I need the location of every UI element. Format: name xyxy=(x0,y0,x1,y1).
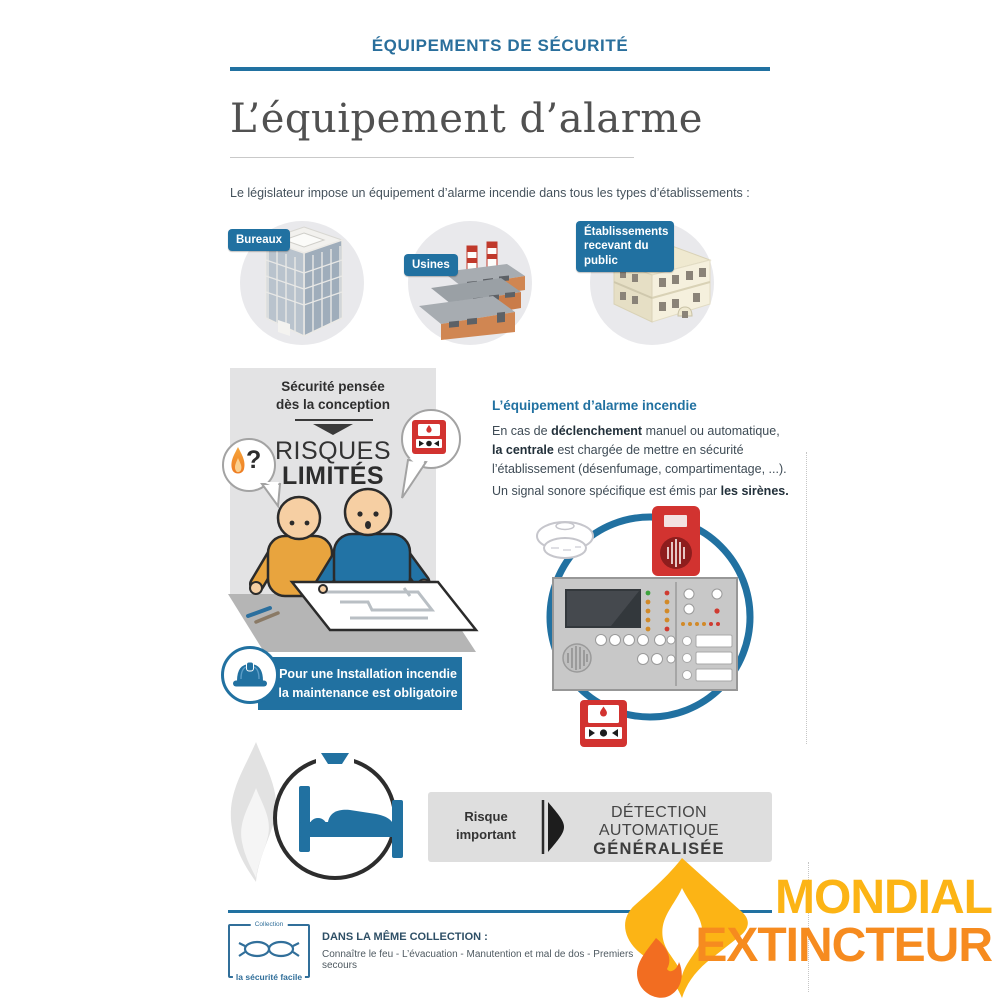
collection-tag: Collection xyxy=(250,921,288,928)
risk-label: Risque important xyxy=(456,809,516,843)
bed-icon xyxy=(299,786,403,858)
person-blue xyxy=(313,487,432,598)
blueprint xyxy=(289,580,479,632)
control-panel-icon xyxy=(552,577,738,691)
risk-banner xyxy=(428,792,772,862)
maintenance-banner: Pour une Installation incendie la mainte… xyxy=(258,657,462,710)
arrow-down-icon xyxy=(313,424,353,435)
helmet-circle xyxy=(221,646,279,704)
chevron-right-icon xyxy=(541,800,564,854)
badge-bureaux: Bureaux xyxy=(228,229,291,252)
header-divider xyxy=(230,67,770,71)
smoke-detector-icon xyxy=(536,521,594,559)
alarm-paragraph-2: Un signal sonore spécifique est émis par… xyxy=(492,484,789,498)
manual-callpoint-bottom-icon xyxy=(580,700,627,747)
intro-text: Le législateur impose un équipement d’al… xyxy=(230,186,750,200)
footer-divider xyxy=(228,910,772,913)
flame-icon xyxy=(231,447,245,474)
connection-ring xyxy=(546,513,754,721)
conception-rule xyxy=(295,419,373,421)
question-bubble-tail xyxy=(260,482,282,508)
badge-erp: Établissements recevant du public xyxy=(576,221,674,273)
alarm-system-diagram xyxy=(536,506,754,747)
planning-scene xyxy=(228,487,479,652)
callpoint-bubble-tail xyxy=(401,458,428,499)
brand-line1: MONDIAL xyxy=(775,871,993,924)
brand-flame-icon xyxy=(625,858,748,998)
poster-kicker: ÉQUIPEMENTS DE SÉCURITÉ xyxy=(371,36,629,55)
same-collection-items: Connaître le feu - L’évacuation - Manute… xyxy=(322,949,634,971)
page-title: L’équipement d’alarme xyxy=(230,96,703,142)
sleeping-risk-icon xyxy=(273,750,403,880)
detection-result: DÉTECTION AUTOMATIQUE GÉNÉRALISÉE xyxy=(593,804,725,858)
brand-line2: EXTINCTEUR xyxy=(695,919,993,972)
collection-brand: la sécurité facile xyxy=(232,972,306,982)
same-collection-title: DANS LA MÊME COLLECTION : xyxy=(322,931,488,943)
hard-hat-icon xyxy=(233,661,267,687)
badge-usines: Usines xyxy=(404,254,458,277)
gray-flame-icon xyxy=(230,742,277,882)
pens xyxy=(246,606,280,624)
alarm-heading: L’équipement d’alarme incendie xyxy=(492,398,697,413)
collection-logo-box: Collection la sécurité facile xyxy=(228,921,310,982)
alarm-paragraph-1: En cas de déclenchement manuel ou automa… xyxy=(492,424,787,476)
limites-text: LIMITÉS xyxy=(281,462,385,490)
title-underline xyxy=(230,157,634,158)
knot-icon xyxy=(238,940,300,958)
vertical-credit-text xyxy=(806,452,807,744)
siren-icon xyxy=(652,506,700,576)
question-mark: ? xyxy=(246,446,262,474)
vertical-credit-text-2 xyxy=(808,862,809,992)
detector-on-circle-icon xyxy=(321,753,349,764)
conception-heading: Sécurité pensée dès la conception xyxy=(275,379,391,413)
risques-text: RISQUES xyxy=(274,437,392,465)
factory-icon xyxy=(419,241,525,340)
brand-wordmark: MONDIAL EXTINCTEUR xyxy=(695,871,993,972)
manual-callpoint-icon xyxy=(412,420,446,454)
